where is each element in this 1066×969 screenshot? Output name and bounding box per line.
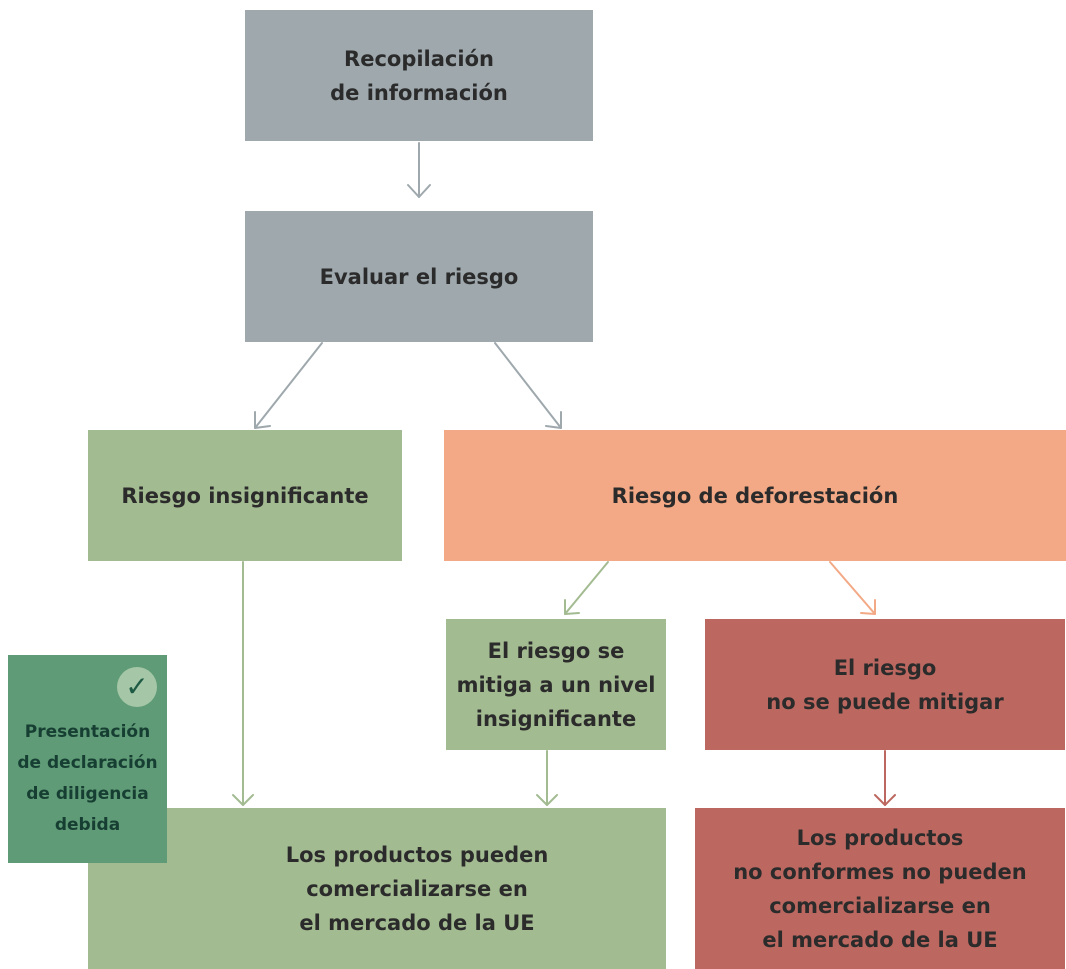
- node-riesgo-no-mitigar-label: El riesgo no se puede mitigar: [766, 655, 1004, 714]
- node-recopilacion: Recopilación de información: [245, 10, 593, 141]
- arrow-recopilacion-evaluar: [407, 142, 431, 198]
- arrow-mitiga-pueden: [536, 750, 558, 806]
- node-riesgo-mitiga-label: El riesgo se mitiga a un nivel insignifi…: [456, 638, 656, 731]
- due-diligence-badge: ✓ Presentación de declaración de diligen…: [8, 655, 167, 863]
- node-productos-pueden: Los productos pueden comercializarse en …: [88, 808, 666, 969]
- node-riesgo-mitiga: El riesgo se mitiga a un nivel insignifi…: [446, 619, 666, 750]
- node-riesgo-insignificante: Riesgo insignificante: [88, 430, 402, 561]
- arrow-evaluar-deforestacion: [494, 342, 562, 429]
- node-productos-pueden-label: Los productos pueden comercializarse en …: [285, 842, 549, 935]
- arrow-evaluar-insignificante: [254, 342, 323, 429]
- node-evaluar-riesgo: Evaluar el riesgo: [245, 211, 593, 342]
- arrow-deforestacion-mitiga: [564, 561, 609, 615]
- node-evaluar-riesgo-label: Evaluar el riesgo: [319, 264, 519, 289]
- node-productos-no-pueden: Los productos no conformes no pueden com…: [695, 808, 1065, 969]
- node-productos-no-pueden-label: Los productos no conformes no pueden com…: [733, 825, 1027, 952]
- arrow-no-mitigar-no-pueden: [874, 750, 896, 806]
- node-recopilacion-label: Recopilación de información: [330, 46, 508, 105]
- node-riesgo-no-mitigar: El riesgo no se puede mitigar: [705, 619, 1065, 750]
- due-diligence-label: Presentación de declaración de diligenci…: [17, 722, 158, 835]
- arrow-insignificante-pueden: [232, 561, 254, 806]
- node-riesgo-deforestacion-label: Riesgo de deforestación: [611, 483, 899, 508]
- arrow-deforestacion-no-mitigar: [829, 561, 876, 615]
- node-riesgo-insignificante-label: Riesgo insignificante: [121, 483, 369, 508]
- node-riesgo-deforestacion: Riesgo de deforestación: [444, 430, 1066, 561]
- check-icon: ✓: [117, 667, 157, 707]
